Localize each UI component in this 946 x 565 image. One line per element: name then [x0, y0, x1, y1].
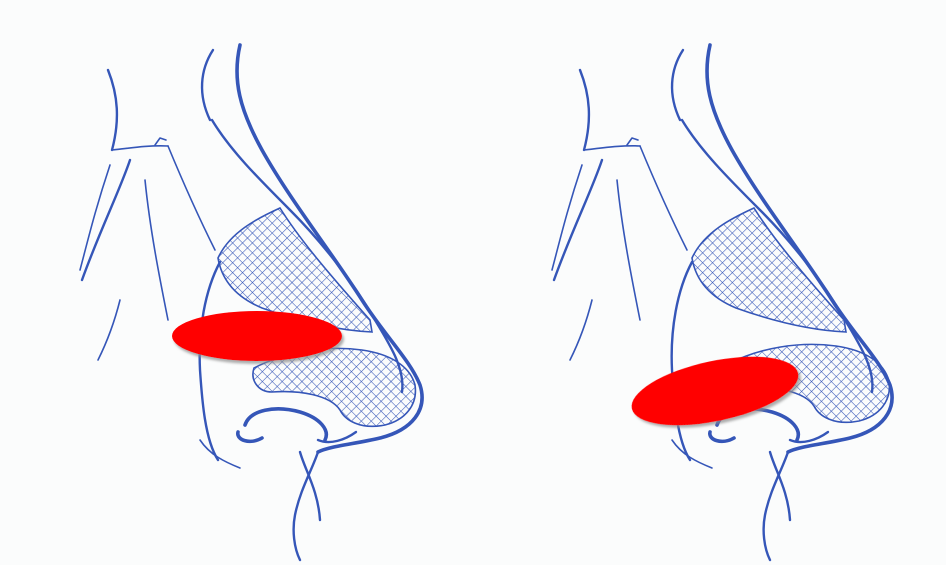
forehead-curve-left — [202, 50, 213, 120]
nose-sketch-right — [470, 0, 946, 565]
eye-corner-right — [584, 146, 640, 150]
nose-diagram-right — [470, 0, 946, 565]
upper-lateral-cartilage-right — [692, 208, 846, 332]
brow-line-right — [580, 70, 589, 150]
brow-line-left — [108, 70, 117, 150]
nose-sketch-left — [0, 0, 470, 565]
nose-diagram-left — [0, 0, 470, 565]
alar-outline-right — [672, 262, 692, 460]
nostril-curl-left — [245, 409, 326, 440]
alar-outline-left — [200, 262, 220, 460]
red-marker-left — [172, 311, 342, 361]
forehead-curve-right — [672, 50, 683, 120]
eye-corner-left — [112, 146, 168, 150]
